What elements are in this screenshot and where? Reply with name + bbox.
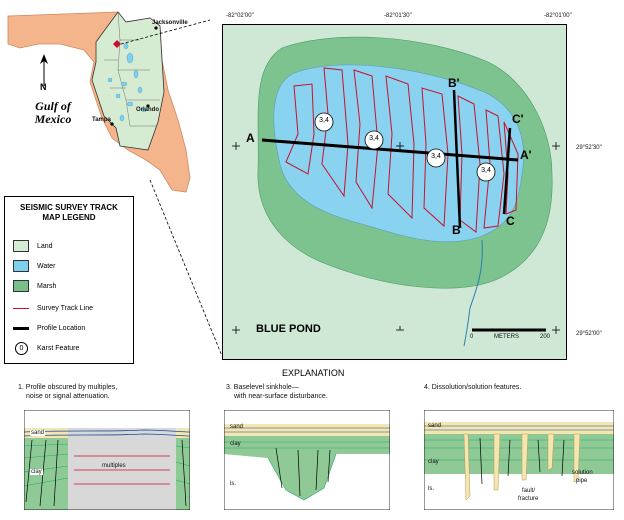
karst-label-4: 3,4 (481, 167, 491, 174)
karst-label-3: 3,4 (431, 153, 441, 160)
florida-inset-map (7, 11, 210, 193)
karst-marker-4 (476, 162, 496, 182)
panel1-caption: 1. Profile obscured by multiples, noise … (18, 383, 117, 401)
legend-title-line2: MAP LEGEND (42, 213, 96, 222)
scale-unit: METERS (494, 334, 520, 340)
legend-item-karst: 0 Karst Feature (13, 341, 79, 355)
profile-panel-1 (24, 410, 190, 510)
legend-label-karst: Karst Feature (37, 344, 80, 352)
legend-label-marsh: Marsh (37, 282, 57, 290)
city-label-jacksonville: Jacksonville (152, 20, 188, 26)
pond-water (273, 64, 524, 243)
legend-item-land: Land (13, 239, 53, 253)
gulf-label-text: Gulf of Mexico (34, 99, 72, 126)
panel1-caption-line1: 1. Profile obscured by multiples, (18, 384, 118, 391)
panel1-label-sand: sand (30, 430, 46, 436)
karst-marker-3 (426, 148, 446, 168)
profile-line-b (452, 89, 462, 229)
legend-title: SEISMIC SURVEY TRACK MAP LEGEND (5, 203, 133, 223)
lake-dots (107, 42, 147, 122)
panel2-caption-line2: with near-surface disturbance. (234, 393, 328, 400)
survey-track-lines (285, 67, 519, 233)
legend-item-water: Water (13, 259, 55, 273)
scale-start: 0 (470, 334, 474, 340)
panel3-label-fracture: fracture (518, 496, 539, 502)
karst-label-2: 3,4 (369, 135, 379, 142)
panel3-label-sand: sand (428, 423, 442, 429)
profile-line-a (261, 138, 519, 162)
panel2-label-ls: ls. (230, 481, 236, 487)
profile-label-b: B (452, 223, 461, 237)
panel3-label-ls: ls. (428, 486, 434, 492)
lon-label-1: -82°02'00" (226, 13, 254, 19)
profile-panel-2 (224, 410, 390, 510)
orlando-dot (146, 104, 150, 108)
city-label-orlando: Orlando (136, 107, 160, 113)
legend-item-profile: Profile Location (13, 321, 85, 335)
karst-marker-2 (364, 130, 384, 150)
grid-ticks (232, 142, 560, 334)
panel2-label-clay: clay (230, 441, 241, 447)
panel3-label-solution: solution (572, 470, 593, 476)
legend-title-line1: SEISMIC SURVEY TRACK (20, 203, 118, 212)
profile-label-b-prime: B' (448, 76, 460, 90)
panel1-caption-line2: noise or signal attenuation. (26, 393, 110, 400)
land-swatch (13, 240, 29, 252)
legend-item-track: Survey Track Line (13, 301, 93, 315)
panel3-label-clay: clay (428, 459, 439, 465)
water-swatch (13, 260, 29, 272)
lat-label-1: 29°52'30" (576, 145, 602, 151)
panel3-caption-line1: 4. Dissolution/solution features. (424, 384, 522, 391)
lon-label-2: -82°01'30" (384, 13, 412, 19)
lon-label-3: -82°01'00" (544, 13, 572, 19)
panel2-caption: 3. Baselevel sinkhole— with near-surface… (226, 383, 328, 401)
gulf-of-mexico-label: Gulf of Mexico (18, 100, 88, 126)
profile-line-c (502, 127, 512, 215)
panel3-label-pipe: pipe (576, 478, 588, 484)
legend-label-water: Water (37, 262, 56, 270)
map-legend: SEISMIC SURVEY TRACK MAP LEGEND Land Wat… (4, 196, 134, 364)
outflow-stream (463, 239, 483, 347)
city-label-tampa: Tampa (92, 117, 111, 123)
legend-label-track: Survey Track Line (37, 304, 94, 312)
profile-label-a: A (246, 131, 255, 145)
north-label: N (40, 82, 47, 92)
tampa-dot (110, 122, 114, 126)
panel3-caption: 4. Dissolution/solution features. (424, 383, 521, 392)
profile-label-a-prime: A' (520, 148, 532, 162)
panel2-caption-line1: 3. Baselevel sinkhole— (226, 384, 299, 391)
jacksonville-dot (154, 26, 158, 30)
explanation-title: EXPLANATION (282, 368, 345, 378)
panel2-label-sand: sand (230, 424, 244, 430)
profile-line-swatch (13, 326, 29, 330)
profile-label-c: C (506, 214, 515, 228)
legend-label-profile: Profile Location (37, 324, 86, 332)
track-line-swatch (13, 307, 29, 309)
scale-end: 200 (540, 334, 551, 340)
legend-item-marsh: Marsh (13, 279, 56, 293)
blue-pond-map (222, 24, 567, 360)
north-arrow (40, 54, 48, 86)
karst-label-1: 3,4 (319, 117, 329, 124)
karst-symbol: 0 (15, 341, 28, 355)
karst-marker-1 (314, 112, 334, 132)
lat-label-2: 29°52'00" (576, 331, 602, 337)
marsh-swatch (13, 280, 29, 292)
study-site-marker (113, 40, 121, 48)
profile-lines (261, 89, 519, 229)
legend-label-land: Land (37, 242, 53, 250)
blue-pond-label: BLUE POND (256, 323, 321, 335)
panel3-label-fault: fault/ (522, 488, 536, 494)
region-boundaries (104, 11, 160, 127)
panel1-label-clay: clay (30, 469, 43, 475)
study-area-region (91, 11, 165, 151)
profile-label-c-prime: C' (512, 112, 524, 126)
karst-markers (314, 112, 496, 182)
inset-leader-top (120, 19, 210, 45)
panel1-label-multiples: multiples (102, 463, 126, 469)
profile-panel-3 (424, 410, 614, 510)
